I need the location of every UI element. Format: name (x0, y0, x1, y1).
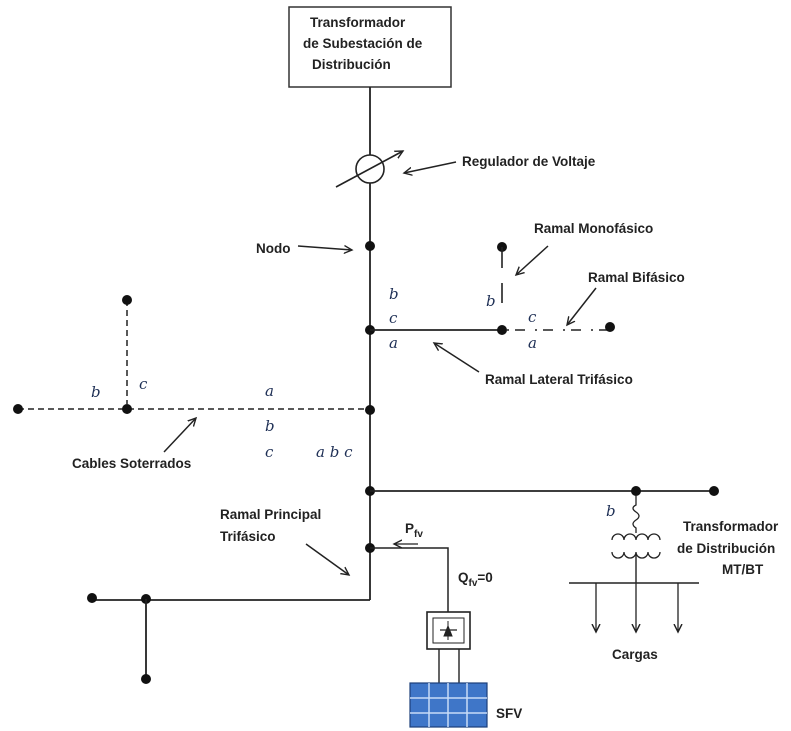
substation-label-1: Transformador (310, 15, 406, 30)
inverter-icon (426, 611, 471, 650)
mono-label: Ramal Monofásico (534, 221, 653, 236)
bif-label: Ramal Bifásico (588, 270, 685, 285)
main-branch-label-2: Trifásico (220, 529, 276, 544)
cable-tap-node (122, 404, 132, 414)
dist-end-node (709, 486, 719, 496)
regulator-pointer-arrow (404, 161, 457, 173)
mono-pointer-arrow (516, 245, 549, 275)
lateral-end-node (497, 325, 507, 335)
bif-end-node (605, 322, 615, 332)
cable-phase-c2: c (265, 443, 274, 461)
regulator-label: Regulador de Voltaje (462, 154, 596, 169)
lateral-pointer-arrow (434, 343, 480, 373)
substation-label-2: de Subestación de (303, 36, 423, 51)
cable-pointer-arrow (163, 418, 196, 453)
pv-system-label: SFV (496, 706, 522, 721)
cable-left-end-node (13, 404, 23, 414)
load-arrows-icon (596, 583, 678, 632)
q-pv-label: Qfv=0 (458, 570, 493, 589)
lateral-phase-c: c (389, 309, 398, 327)
main-branch-pointer-arrow (305, 543, 349, 575)
bif-phase-c: c (528, 308, 537, 326)
main-branch-bottom-node (141, 674, 151, 684)
dist-phase-b: b (606, 502, 616, 520)
node-label: Nodo (256, 241, 291, 256)
lateral-phase-a: a (389, 334, 398, 352)
lateral-label: Ramal Lateral Trifásico (485, 372, 633, 387)
node-pointer-arrow (297, 246, 352, 250)
cable-phase-b: b (91, 383, 101, 401)
bif-pointer-arrow (567, 287, 597, 325)
node-dot (365, 241, 375, 251)
dist-transformer-label-1: Transformador (683, 519, 779, 534)
main-branch-left-end-node (87, 593, 97, 603)
dist-transformer-label-2: de Distribución (677, 541, 775, 556)
substation-transformer-box (288, 6, 452, 88)
cable-phase-b2: b (265, 417, 275, 435)
dist-transformer-label-3: MT/BT (722, 562, 764, 577)
p-pv-label: Pfv (405, 521, 423, 540)
distribution-transformer-icon (611, 496, 661, 583)
cable-label: Cables Soterrados (72, 456, 191, 471)
dist-tap-node (631, 486, 641, 496)
main-branch-label-1: Ramal Principal (220, 507, 321, 522)
substation-label-3: Distribución (312, 57, 391, 72)
cable-phase-c: c (139, 375, 148, 393)
bif-phase-a: a (528, 334, 537, 352)
cable-top-end-node (122, 295, 132, 305)
voltage-regulator-icon (335, 151, 403, 188)
loads-label: Cargas (612, 647, 658, 662)
lateral-phase-b: b (389, 285, 399, 303)
main-phase-abc: a b c (316, 443, 353, 461)
pv-panel-icon (409, 682, 488, 728)
mono-phase-b: b (486, 292, 496, 310)
cable-phase-a: a (265, 382, 274, 400)
cable-junction-node (365, 405, 375, 415)
pv-feed-line (370, 547, 449, 612)
